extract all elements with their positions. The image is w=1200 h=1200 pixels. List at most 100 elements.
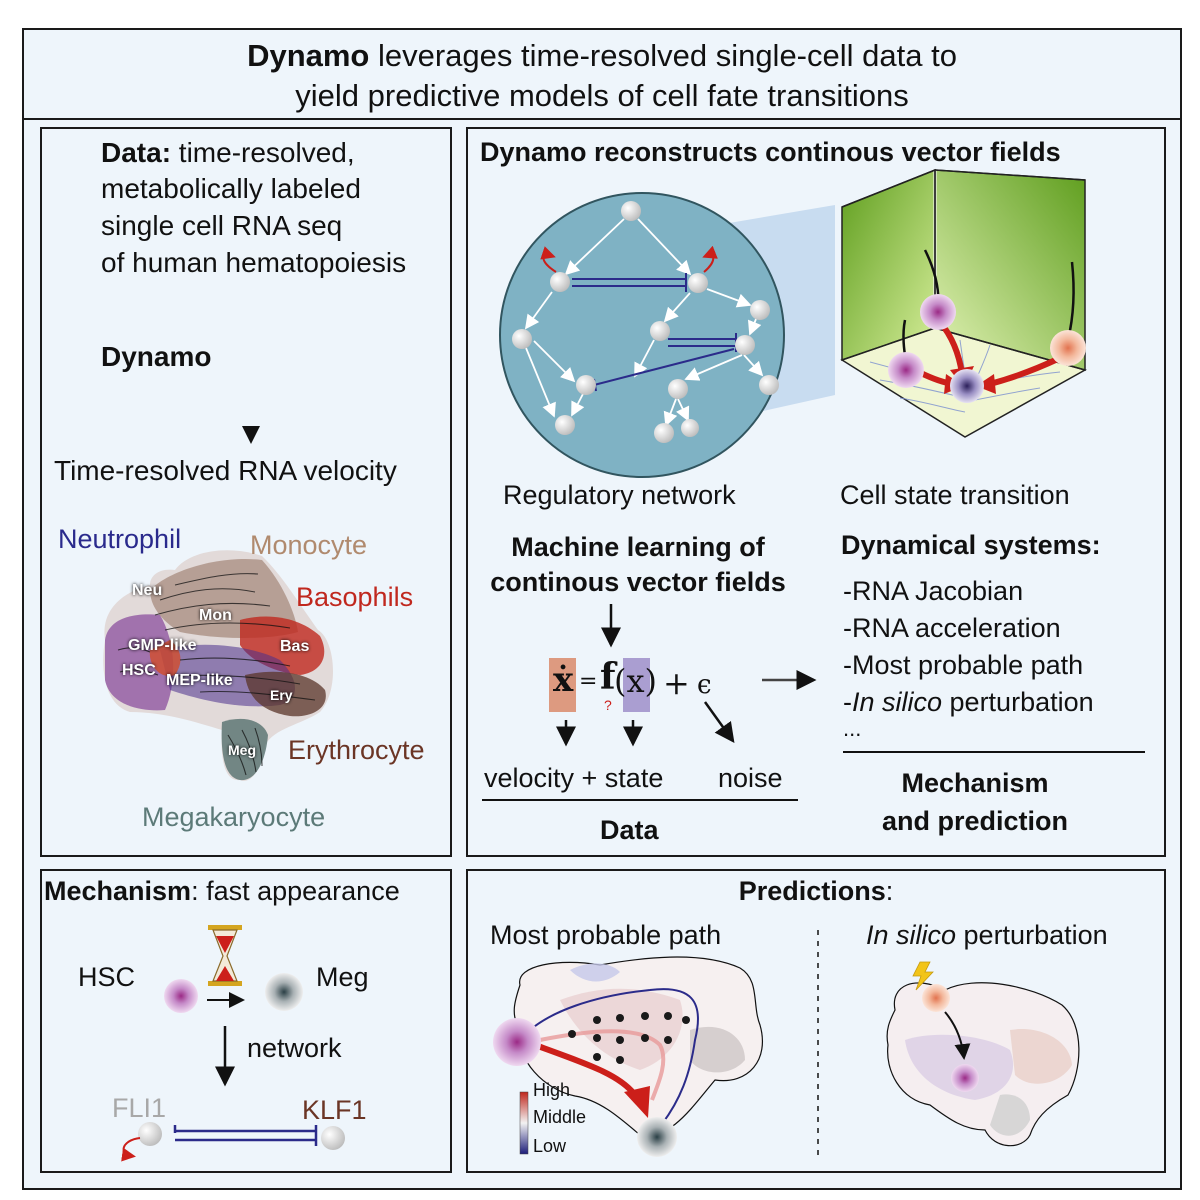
dynamical-systems-title: Dynamical systems: bbox=[841, 530, 1101, 560]
dyn-item-perturbation: -In silico perturbation bbox=[843, 687, 1094, 718]
equation-x: (x) bbox=[614, 662, 658, 700]
equation-f: f bbox=[600, 656, 616, 698]
mechanism-title-rest: : fast appearance bbox=[191, 876, 400, 906]
network-edges bbox=[524, 218, 764, 427]
umap-label-hsc: HSC bbox=[122, 662, 156, 679]
fli1-node bbox=[138, 1122, 162, 1146]
umap-label-mep: MEP-like bbox=[166, 672, 233, 689]
umap-label-neu: Neu bbox=[132, 582, 163, 599]
noise-arrow bbox=[703, 701, 735, 744]
umap-label-ery: Ery bbox=[270, 687, 293, 703]
umap-label-mon: Mon bbox=[199, 607, 232, 624]
hourglass-icon bbox=[208, 925, 242, 986]
data-panel bbox=[40, 127, 452, 857]
vector-field-title: Dynamo reconstructs continous vector fie… bbox=[480, 137, 1061, 167]
mechanism-prediction-line1: Mechanism bbox=[901, 768, 1049, 798]
predictions-title-bold: Predictions bbox=[738, 876, 886, 906]
fli1-klf1-inhibition bbox=[173, 1125, 318, 1146]
in-silico-perturbation-label: In silico perturbation bbox=[866, 920, 1108, 951]
equation-plus: + bbox=[663, 664, 690, 702]
klf1-node bbox=[321, 1126, 345, 1150]
ml-title-line2: continous vector fields bbox=[490, 567, 786, 597]
hsc-label: HSC bbox=[78, 962, 136, 992]
equation-question: ? bbox=[604, 697, 612, 713]
path-waypoints bbox=[568, 1012, 690, 1064]
header-title-line1: Dynamo leverages time-resolved single-ce… bbox=[22, 38, 1182, 74]
header-title-bold: Dynamo bbox=[247, 38, 370, 73]
regulatory-network-label: Regulatory network bbox=[503, 480, 736, 510]
self-loop-right bbox=[702, 245, 718, 273]
klf1-label: KLF1 bbox=[302, 1095, 367, 1125]
meg-cell bbox=[265, 973, 303, 1011]
monocyte-label: Monocyte bbox=[250, 530, 368, 560]
velocity-label: Time-resolved RNA velocity bbox=[54, 455, 397, 486]
umap-label-gmp: GMP-like bbox=[128, 637, 197, 654]
header-box bbox=[22, 28, 1182, 120]
self-loop-left bbox=[540, 246, 557, 273]
red-arrow-3-head bbox=[976, 374, 996, 394]
meg-label: Meg bbox=[316, 962, 369, 992]
data-line1: time-resolved, bbox=[171, 137, 355, 168]
umap-label-meg: Meg bbox=[228, 742, 256, 758]
most-probable-path-label: Most probable path bbox=[490, 920, 722, 950]
ml-title-line1: Machine learning of bbox=[511, 532, 765, 562]
dyn-item-path: -Most probable path bbox=[843, 650, 1084, 680]
basophils-label: Basophils bbox=[296, 582, 414, 612]
probable-path-blue bbox=[519, 988, 699, 1125]
cell-purple-top bbox=[920, 294, 956, 330]
path-start-cell bbox=[493, 1018, 541, 1066]
probable-path-red bbox=[533, 1042, 638, 1097]
probable-path-red-head bbox=[624, 1086, 650, 1118]
header-title-rest: leverages time-resolved single-cell data… bbox=[369, 38, 957, 73]
equation-xdot: ẋ bbox=[553, 660, 574, 700]
mechanism-title-bold: Mechanism bbox=[44, 876, 192, 906]
data-label: Data: bbox=[101, 137, 172, 168]
lightning-icon bbox=[912, 961, 934, 991]
network-nodes bbox=[512, 201, 779, 443]
mechanism-panel bbox=[40, 869, 452, 1173]
xdot-highlight bbox=[549, 658, 576, 712]
network-circle bbox=[499, 192, 785, 478]
data-line4: of human hematopoiesis bbox=[101, 247, 407, 278]
perturb-arrow bbox=[944, 1011, 971, 1060]
perturb-end-cell bbox=[951, 1064, 979, 1092]
dyn-item4-dash: - bbox=[843, 687, 852, 717]
umap-label-bas: Bas bbox=[280, 638, 310, 655]
legend-middle: Middle bbox=[533, 1107, 587, 1127]
legend-low: Low bbox=[533, 1136, 567, 1156]
network-label: network bbox=[247, 1033, 342, 1063]
velocity-streamlines bbox=[117, 573, 316, 776]
neutrophil-label: Neutrophil bbox=[58, 524, 182, 554]
erythrocyte-label: Erythrocyte bbox=[288, 735, 425, 765]
probable-path-pink bbox=[539, 1029, 666, 1101]
equation-equals: = bbox=[579, 669, 598, 694]
header-title-line2: yield predictive models of cell fate tra… bbox=[295, 78, 909, 113]
data-line3: single cell RNA seq bbox=[101, 210, 343, 241]
dyn-item-acceleration: -RNA acceleration bbox=[843, 613, 1061, 643]
mechanism-title: Mechanism: fast appearance bbox=[44, 876, 400, 907]
perturb-italic: In silico bbox=[866, 920, 957, 950]
x-highlight bbox=[623, 658, 650, 712]
fli1-label: FLI1 bbox=[112, 1093, 167, 1123]
perturbation-umap bbox=[886, 982, 1080, 1147]
dyn-item-jacobian: -RNA Jacobian bbox=[843, 576, 1024, 606]
perturb-rest: perturbation bbox=[956, 920, 1108, 950]
dynamo-label: Dynamo bbox=[101, 341, 212, 372]
megakaryocyte-label: Megakaryocyte bbox=[142, 802, 326, 832]
fli1-self-loop bbox=[121, 1137, 141, 1162]
dyn-ellipsis: ... bbox=[843, 716, 862, 741]
perturb-start-cell bbox=[922, 984, 950, 1012]
dyn-item4-italic: In silico bbox=[852, 687, 943, 717]
path-umap bbox=[513, 956, 764, 1137]
legend-high: High bbox=[533, 1080, 571, 1100]
path-end-cell bbox=[637, 1117, 677, 1157]
cell-purple-low bbox=[888, 352, 924, 388]
equation-epsilon: ϵ bbox=[697, 670, 712, 700]
predictions-title: Predictions: bbox=[466, 876, 1166, 907]
data-caption: Data bbox=[600, 815, 659, 845]
network-inhibitions bbox=[572, 273, 737, 392]
cell-target bbox=[950, 369, 984, 403]
data-line2: metabolically labeled bbox=[101, 173, 361, 204]
mechanism-prediction-line2: and prediction bbox=[881, 806, 1068, 836]
